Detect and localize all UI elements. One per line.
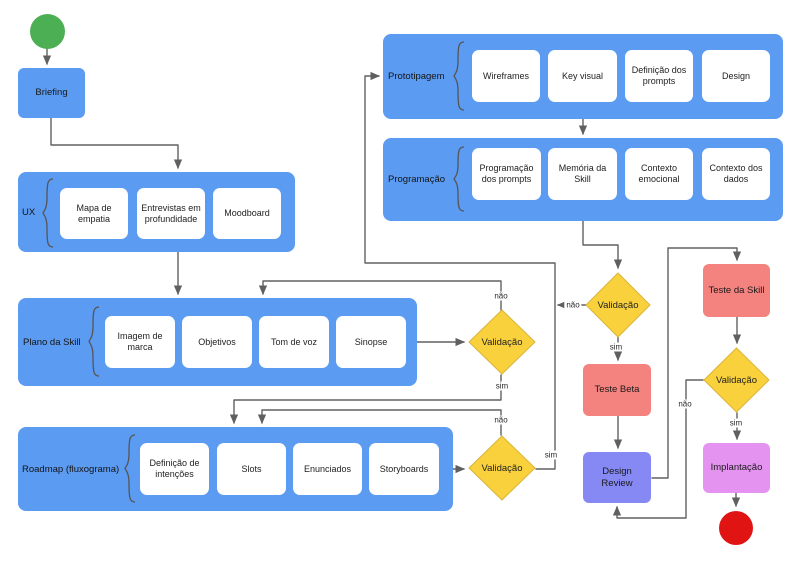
diamond-shape bbox=[703, 347, 770, 413]
task-box-label: Objetivos bbox=[198, 336, 236, 347]
task-box: Definição de intenções bbox=[140, 443, 209, 495]
edge-label-sim-validation-2: sim bbox=[542, 450, 560, 460]
task-box-label: Mapa de empatia bbox=[76, 202, 112, 224]
task-box-label: Contexto emocional bbox=[638, 163, 680, 184]
task-box-label: Imagem de marca bbox=[117, 331, 163, 352]
edge-label-nao-validation-4: não bbox=[676, 399, 694, 409]
edge-label-sim-validation-4: sim bbox=[727, 418, 745, 428]
brace-icon bbox=[42, 178, 54, 248]
edge-validation4-nao-to-designreview bbox=[612, 379, 704, 519]
phase-label-ux: UX bbox=[22, 206, 36, 218]
task-box-label: Tom de voz bbox=[270, 336, 318, 347]
task-box: Sinopse bbox=[336, 316, 406, 368]
edge-programacao-to-validation3 bbox=[582, 220, 623, 270]
design-review-node: Design Review bbox=[583, 452, 651, 503]
validation-1-diamond: Validação bbox=[468, 309, 536, 375]
validation-label: Validação bbox=[481, 336, 523, 348]
task-box: Key visual bbox=[548, 50, 617, 102]
task-box-label: Enunciados bbox=[303, 463, 352, 474]
phase-bar-prototipagem: Prototipagem Wireframes Key visual Definiçã… bbox=[383, 34, 783, 119]
phase-label-prototipagem: Prototipagem bbox=[388, 71, 445, 82]
task-box-label: Wireframes bbox=[482, 70, 529, 81]
task-box: Imagem de marca bbox=[105, 316, 175, 368]
edge-label-nao-validation-1: não bbox=[492, 291, 510, 301]
diamond-shape bbox=[468, 435, 536, 501]
validation-2-diamond: Validação bbox=[468, 435, 536, 501]
task-box-label: Key visual bbox=[561, 70, 604, 81]
edge-label-sim-validation-3: sim bbox=[607, 342, 625, 352]
phase-label-plano-da-skill: Plano da Skill bbox=[23, 336, 81, 348]
task-box-label: Storyboards bbox=[379, 463, 429, 474]
task-box: Contexto emocional bbox=[625, 148, 693, 200]
brace-icon bbox=[124, 434, 136, 503]
task-box: Contexto dos dados bbox=[702, 148, 770, 200]
task-box: Storyboards bbox=[369, 443, 439, 495]
task-box: Slots bbox=[217, 443, 286, 495]
start-node bbox=[30, 14, 65, 49]
phase-bar-roadmap: Roadmap (fluxograma) Definição de intençõ… bbox=[18, 427, 453, 511]
design-review-label: Design Review bbox=[601, 466, 633, 489]
task-box-label: Definição dos prompts bbox=[631, 65, 687, 86]
task-box: Programação dos prompts bbox=[472, 148, 541, 200]
task-box-label: Slots bbox=[241, 463, 262, 474]
phase-label-programacao: Programação bbox=[388, 174, 446, 185]
task-box: Mapa de empatia bbox=[60, 188, 128, 239]
briefing-label: Briefing bbox=[35, 87, 68, 99]
validation-label: Validação bbox=[481, 462, 523, 474]
phase-bar-ux: UX Mapa de empatia Entrevistas em profundi… bbox=[18, 172, 295, 252]
validation-4-diamond: Validação bbox=[703, 347, 770, 413]
task-box: Objetivos bbox=[182, 316, 252, 368]
task-box-label: Moodboard bbox=[224, 208, 270, 219]
implantacao-node: Implantação bbox=[703, 443, 770, 493]
diamond-shape bbox=[585, 272, 651, 338]
teste-da-skill-label: Teste da Skill bbox=[708, 284, 765, 296]
teste-da-skill-node: Teste da Skill bbox=[703, 264, 770, 317]
task-box: Memória da Skill bbox=[548, 148, 617, 200]
edge-label-nao-validation-3: não bbox=[564, 300, 582, 310]
phase-label-roadmap: Roadmap (fluxograma) bbox=[22, 463, 120, 475]
phase-bar-plano-da-skill: Plano da Skill Imagem de marca Objetivos To… bbox=[18, 298, 417, 386]
briefing-node: Briefing bbox=[18, 68, 85, 118]
teste-beta-node: Teste Beta bbox=[583, 364, 651, 416]
task-box: Entrevistas em profundidade bbox=[137, 188, 205, 239]
end-node bbox=[719, 511, 753, 545]
task-box-label: Programação dos prompts bbox=[479, 163, 534, 184]
task-box-label: Memória da Skill bbox=[558, 163, 607, 184]
task-box: Wireframes bbox=[472, 50, 540, 102]
implantacao-label: Implantação bbox=[710, 462, 763, 474]
edge-designreview-to-testedaskill bbox=[651, 247, 742, 479]
teste-beta-label: Teste Beta bbox=[594, 384, 640, 396]
task-box: Enunciados bbox=[293, 443, 362, 495]
task-box: Definição dos prompts bbox=[625, 50, 693, 102]
task-box-label: Contexto dos dados bbox=[709, 163, 763, 184]
edge-briefing-to-ux bbox=[50, 117, 183, 170]
edge-label-sim-validation-1: sim bbox=[493, 381, 511, 391]
diamond-shape bbox=[468, 309, 536, 375]
brace-icon bbox=[88, 306, 100, 377]
brace-icon bbox=[453, 41, 465, 111]
validation-3-diamond: Validação bbox=[585, 272, 651, 338]
task-box-label: Sinopse bbox=[354, 336, 388, 347]
task-box: Tom de voz bbox=[259, 316, 329, 368]
task-box-label: Design bbox=[721, 70, 750, 81]
task-box: Moodboard bbox=[213, 188, 281, 239]
task-box-label: Entrevistas em profundidade bbox=[141, 202, 201, 224]
validation-label: Validação bbox=[597, 299, 639, 311]
edge-validation2-sim-to-prototipagem bbox=[364, 71, 556, 470]
edge-label-nao-validation-2: não bbox=[492, 415, 510, 425]
validation-label: Validação bbox=[715, 374, 758, 386]
phase-bar-programacao: Programação Programação dos prompts Memóri… bbox=[383, 138, 783, 221]
task-box: Design bbox=[702, 50, 770, 102]
brace-icon bbox=[453, 146, 465, 212]
task-box-label: Definição de intenções bbox=[149, 458, 200, 479]
